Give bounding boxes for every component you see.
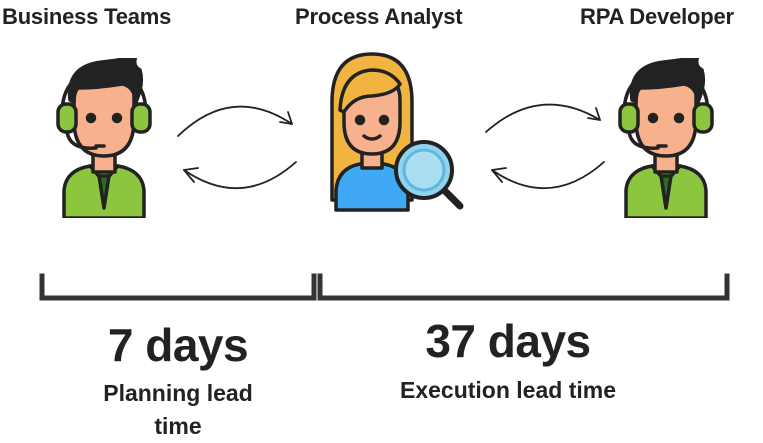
role-title-process-analyst: Process Analyst xyxy=(295,4,463,29)
execution-duration: 37 days xyxy=(425,315,591,367)
process-analyst-magnifier-icon xyxy=(330,52,464,212)
planning-bracket xyxy=(39,273,317,301)
timeline-bracket xyxy=(39,273,730,301)
swap-arrows-icon-left xyxy=(177,105,297,189)
role-title-business-teams: Business Teams xyxy=(2,4,172,29)
swap-arrows-icon-right xyxy=(485,103,605,189)
rpa-developer-operator-icon xyxy=(618,58,714,218)
business-teams-operator-icon xyxy=(56,58,152,218)
execution-bracket xyxy=(317,273,730,301)
execution-label: Execution lead time xyxy=(399,377,616,403)
role-title-rpa-developer: RPA Developer xyxy=(580,4,734,29)
planning-label: Planning lead time xyxy=(103,380,253,439)
planning-duration: 7 days xyxy=(107,319,249,371)
